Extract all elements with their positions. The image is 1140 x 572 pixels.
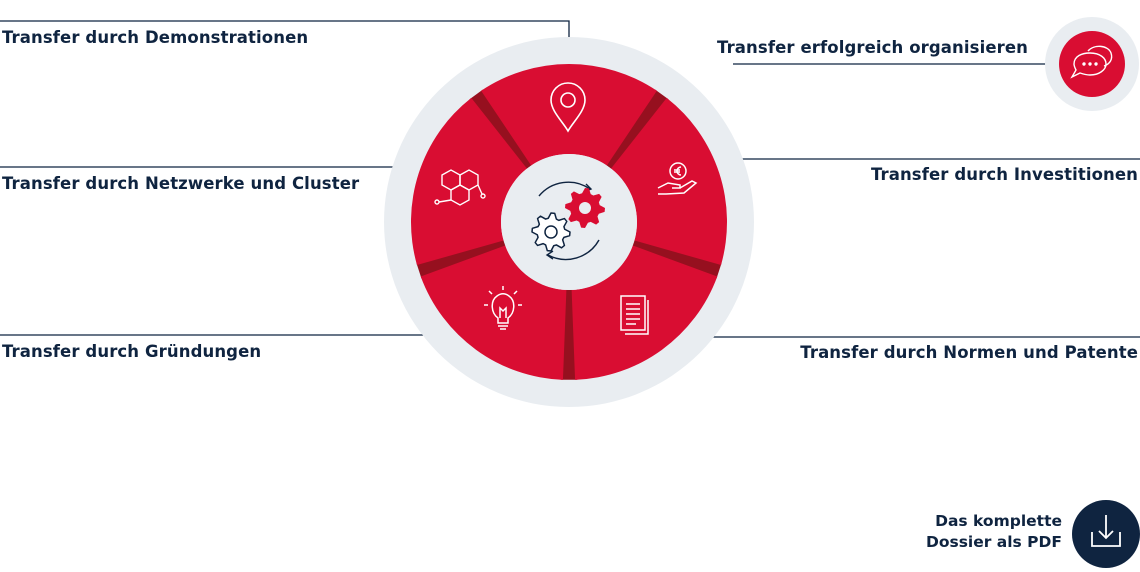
- segment-separator: [416, 239, 506, 279]
- gears-icon: [531, 181, 605, 261]
- organize-circle[interactable]: [1059, 31, 1125, 97]
- label-normen[interactable]: Transfer durch Normen und Patente: [800, 343, 1138, 362]
- download-icon: [1091, 515, 1121, 547]
- label-netzwerke[interactable]: Transfer durch Netzwerke und Cluster: [2, 174, 360, 193]
- download-text[interactable]: Das komplette Dossier als PDF: [926, 511, 1062, 553]
- label-organisieren[interactable]: Transfer erfolgreich organisieren: [717, 38, 1028, 57]
- segment-netzwerke[interactable]: [410, 97, 527, 266]
- map-pin-icon: [550, 82, 586, 133]
- chat-bubbles-icon: [1070, 45, 1113, 79]
- documents-icon: [620, 295, 649, 335]
- big-gear-hole: [579, 202, 591, 214]
- lightbulb-icon: [484, 286, 522, 330]
- segment-demonstrationen[interactable]: [481, 63, 657, 166]
- label-demonstrationen[interactable]: Transfer durch Demonstrationen: [2, 28, 309, 47]
- center-hub: [501, 154, 637, 290]
- small-gear-hole: [544, 225, 558, 239]
- segment-investitionen[interactable]: [611, 97, 727, 266]
- segment-separator: [469, 89, 532, 170]
- download-line-1: Das komplette: [935, 512, 1062, 530]
- segment-separator: [606, 89, 669, 170]
- label-gruendungen[interactable]: Transfer durch Gründungen: [2, 342, 262, 361]
- hand-euro-icon: [657, 162, 698, 195]
- network-hexagon-icon: [434, 169, 486, 206]
- download-line-2: Dossier als PDF: [925, 533, 1062, 551]
- label-investitionen[interactable]: Transfer durch Investitionen: [870, 165, 1138, 184]
- segment-separator: [632, 239, 722, 279]
